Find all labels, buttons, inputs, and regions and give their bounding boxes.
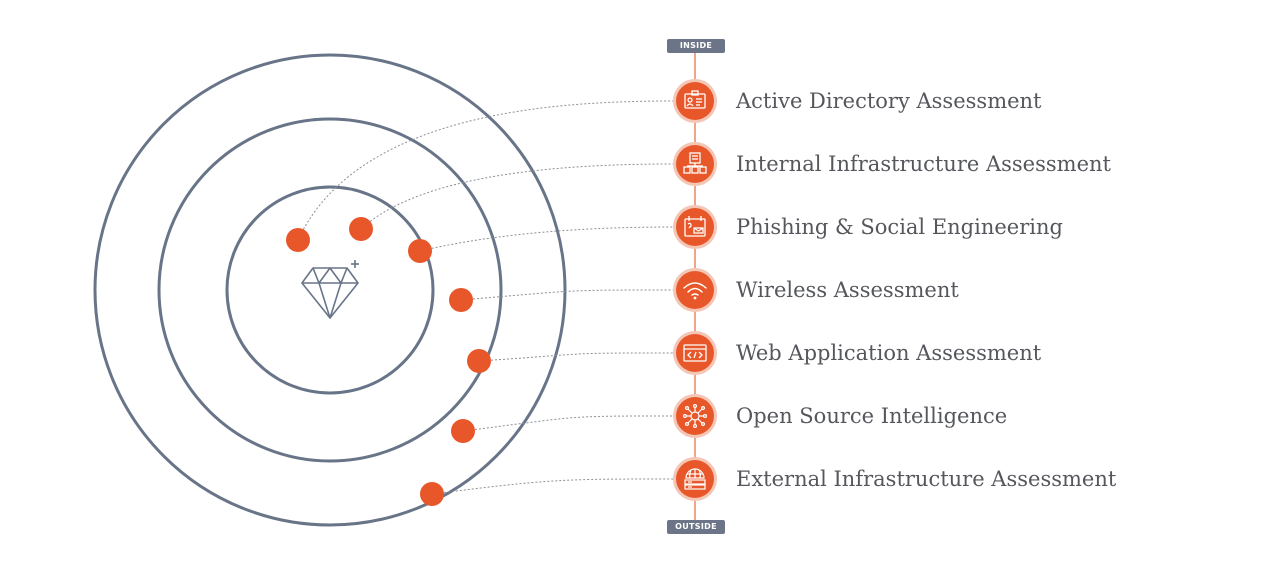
inner-ring [225,185,435,395]
wifi-icon [683,282,707,300]
globe-server-icon [684,468,706,490]
assessment-label: External Infrastructure Assessment [736,467,1117,491]
timeline-node[interactable] [673,142,717,186]
ring-dot [467,349,491,373]
timeline-nodes [673,79,717,501]
outer-ring [93,53,567,527]
code-window-icon [683,344,707,362]
timeline-node[interactable] [673,205,717,249]
inside-badge: INSIDE [667,39,725,53]
assessment-label: Phishing & Social Engineering [736,215,1063,239]
assessment-label: Active Directory Assessment [736,89,1042,113]
connector-line [478,352,674,362]
assessment-label: Wireless Assessment [736,278,959,302]
connector-line [419,226,674,252]
ring-dot [420,482,444,506]
timeline-node[interactable] [673,79,717,123]
diamond-icon [301,260,359,319]
target-rings [93,53,567,527]
timeline-node[interactable] [673,394,717,438]
connector-lines [297,100,674,495]
assessment-label: Internal Infrastructure Assessment [736,152,1111,176]
timeline-node[interactable] [673,457,717,501]
phishing-icon [684,216,706,237]
ring-dot [349,217,373,241]
timeline-node[interactable] [673,331,717,375]
id-card-icon [684,90,706,109]
connector-line [360,163,674,230]
assessment-label: Web Application Assessment [736,341,1042,365]
network-hub-icon [683,404,708,429]
timeline-node[interactable] [673,268,717,312]
middle-ring [157,117,503,463]
ring-dot [286,228,310,252]
connector-line [462,415,674,432]
server-network-icon [683,152,707,174]
ring-dots [286,217,491,506]
assessment-label: Open Source Intelligence [736,404,1008,428]
ring-dot [449,288,473,312]
ring-dot [408,239,432,263]
ring-dot [451,419,475,443]
connector-line [297,100,674,241]
connector-line [460,289,674,301]
outside-badge: OUTSIDE [667,520,725,534]
connector-line [431,478,674,495]
